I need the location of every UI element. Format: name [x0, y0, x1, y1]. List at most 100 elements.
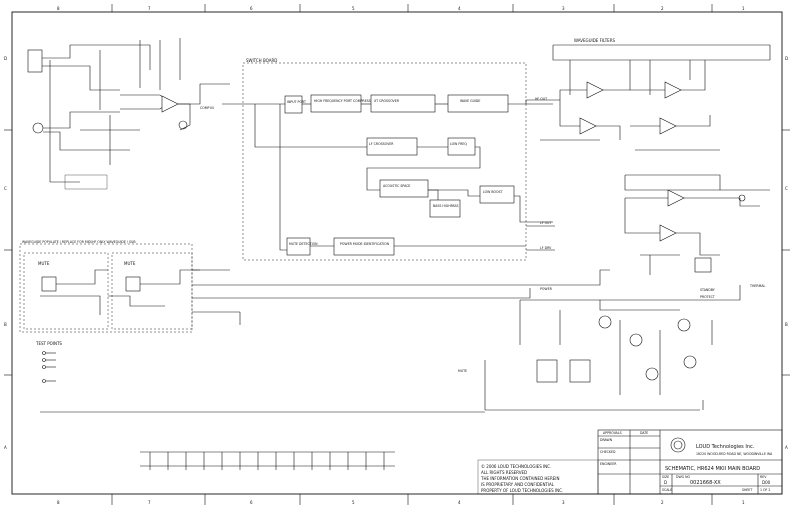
acoustic-space-block: [379, 179, 429, 198]
hf-port-block: [310, 94, 362, 113]
copyright-line: IS PROPRIETARY AND CONFIDENTIAL: [481, 482, 555, 487]
protect-section: PROTECT STANDBY THERMAL POWER MUTE: [40, 284, 766, 413]
q-transistor-4: [645, 367, 659, 381]
waveguide-filters-label: WAVEGUIDE FILTERS: [574, 38, 615, 43]
opamp-symbol: [161, 95, 179, 113]
mute-switch-left: [41, 276, 57, 292]
tb-title: SCHEMATIC, HR624 MKII MAIN BOARD: [665, 466, 760, 472]
bass-shelf-block: [429, 199, 461, 218]
net-protect: PROTECT: [700, 295, 715, 299]
acoustic-space-label: ACOUSTIC SPACE: [383, 184, 410, 188]
mute-sections: WAVEGUIDE POPULATE / REPLACE FOR MID/HF …: [19, 240, 610, 333]
low-boost-block: [479, 185, 515, 204]
waveguide-pcb-outline: [19, 243, 193, 333]
decoupling-row: [140, 451, 395, 470]
col-label: 5: [352, 500, 355, 505]
q-transistor-5: [683, 355, 697, 369]
protect-ic: [536, 359, 558, 383]
mute-detection-block: [286, 237, 311, 256]
col-label: 7: [148, 6, 151, 11]
col-label: 7: [148, 500, 151, 505]
wg-opamp-2: [664, 81, 682, 99]
xover-block: [370, 94, 436, 113]
input-port-label: INPUT PORT: [287, 100, 306, 104]
waveguide-pcb-label: WAVEGUIDE POPULATE / REPLACE FOR MID/HF …: [22, 240, 136, 244]
copyright-block: © 2006 LOUD TECHNOLOGIES INC. ALL RIGHTS…: [477, 459, 599, 495]
copyright-line: THE INFORMATION CONTAINED HEREIN: [480, 476, 559, 481]
row-label: A: [4, 445, 7, 450]
switch-board-label: SWITCH BOARD: [246, 58, 277, 63]
tb-size-label: SIZE: [662, 475, 669, 479]
waveguide-block: [447, 94, 509, 113]
bass-shelf-label: BASS HIGHPASS: [433, 204, 459, 208]
tb-date: DATE: [640, 431, 648, 435]
lf-crossover-label: LF CROSSOVER: [369, 142, 394, 146]
col-label: 8: [57, 6, 60, 11]
row-label: A: [785, 445, 788, 450]
tb-address: 16220 WOOD-RED ROAD NE, WOODINVILLE WA: [696, 452, 773, 456]
wg-opamp-4: [659, 117, 677, 135]
tb-dwg: 0021668-XX: [690, 480, 721, 486]
col-label: 8: [57, 500, 60, 505]
tb-rev-label: REV: [760, 475, 767, 479]
net-lf-drv: LF DRV: [540, 246, 552, 250]
xover-label: XT CROSSOVER: [374, 99, 400, 103]
frame-column-ticks: [4, 4, 790, 505]
col-label: 1: [742, 500, 745, 505]
row-label: C: [4, 186, 7, 191]
q-transistor-1: [598, 315, 612, 329]
col-label: 2: [661, 500, 664, 505]
col-label: 6: [250, 6, 253, 11]
lf-opamp-1: [667, 189, 685, 207]
test-points-label: TEST POINTS: [35, 341, 62, 346]
net-comp-in: COMP IN: [200, 106, 214, 110]
row-label: B: [785, 322, 788, 327]
title-block: APPROVALS DATE DRAWN CHECKED ENGINEER LO…: [597, 429, 783, 495]
power-mode-block: [333, 237, 395, 256]
tb-engineer: ENGINEER: [600, 462, 617, 466]
copyright-line: © 2006 LOUD TECHNOLOGIES INC.: [481, 464, 551, 469]
power-mode-label: POWER MODE IDENTIFICATION: [340, 242, 390, 246]
hf-port-label: HIGH FREQUENCY PORT COMPRESSION: [314, 99, 377, 103]
col-label: 6: [250, 500, 253, 505]
col-label: 3: [562, 500, 565, 505]
frame-border: [11, 11, 783, 495]
col-label: 5: [352, 6, 355, 11]
net-standby: STANDBY: [700, 288, 715, 292]
net-hf-out: HF OUT: [535, 97, 547, 101]
mute-detection-label: MUTE DETECTION: [289, 242, 318, 246]
row-label: D: [4, 56, 7, 61]
row-label: C: [785, 186, 788, 191]
copyright-line: PROPERTY OF LOUD TECHNOLOGIES INC.: [481, 488, 563, 493]
row-label: B: [4, 322, 7, 327]
protect-ic-2: [569, 359, 591, 383]
gain-pot: [178, 120, 188, 130]
q-transistor-3: [677, 318, 691, 332]
col-label: 4: [458, 6, 461, 11]
test-points: TEST POINTS: [35, 341, 62, 383]
low-boost-label: LOW BOOST: [483, 190, 503, 194]
output-pot: [738, 194, 746, 202]
mute-right-outline: [111, 252, 193, 330]
col-label: 1: [742, 6, 745, 11]
waveguide-filters: WAVEGUIDE FILTERS: [540, 38, 771, 151]
tb-scale-label: SCALE: [662, 488, 672, 492]
tb-company: LOUD Technologies Inc.: [696, 444, 755, 450]
row-label: D: [785, 56, 788, 61]
input-jack: [27, 49, 43, 73]
mute-left-label: MUTE: [38, 261, 50, 266]
tb-approvals: APPROVALS: [603, 431, 622, 435]
frame-labels: 8 7 6 5 4 3 2 1 8 7 6 5 4 3 2 1 D C B A …: [4, 6, 788, 505]
col-label: 4: [458, 500, 461, 505]
tb-size: D: [664, 480, 667, 485]
col-label: 3: [562, 6, 565, 11]
net-mute: MUTE: [458, 369, 467, 373]
switch-board-outline: [242, 62, 527, 261]
low-freq-block: [447, 137, 476, 156]
mute-right-label: MUTE: [124, 261, 136, 266]
input-port-block: [284, 95, 303, 114]
q-transistor-2: [629, 333, 643, 347]
col-label: 2: [661, 6, 664, 11]
